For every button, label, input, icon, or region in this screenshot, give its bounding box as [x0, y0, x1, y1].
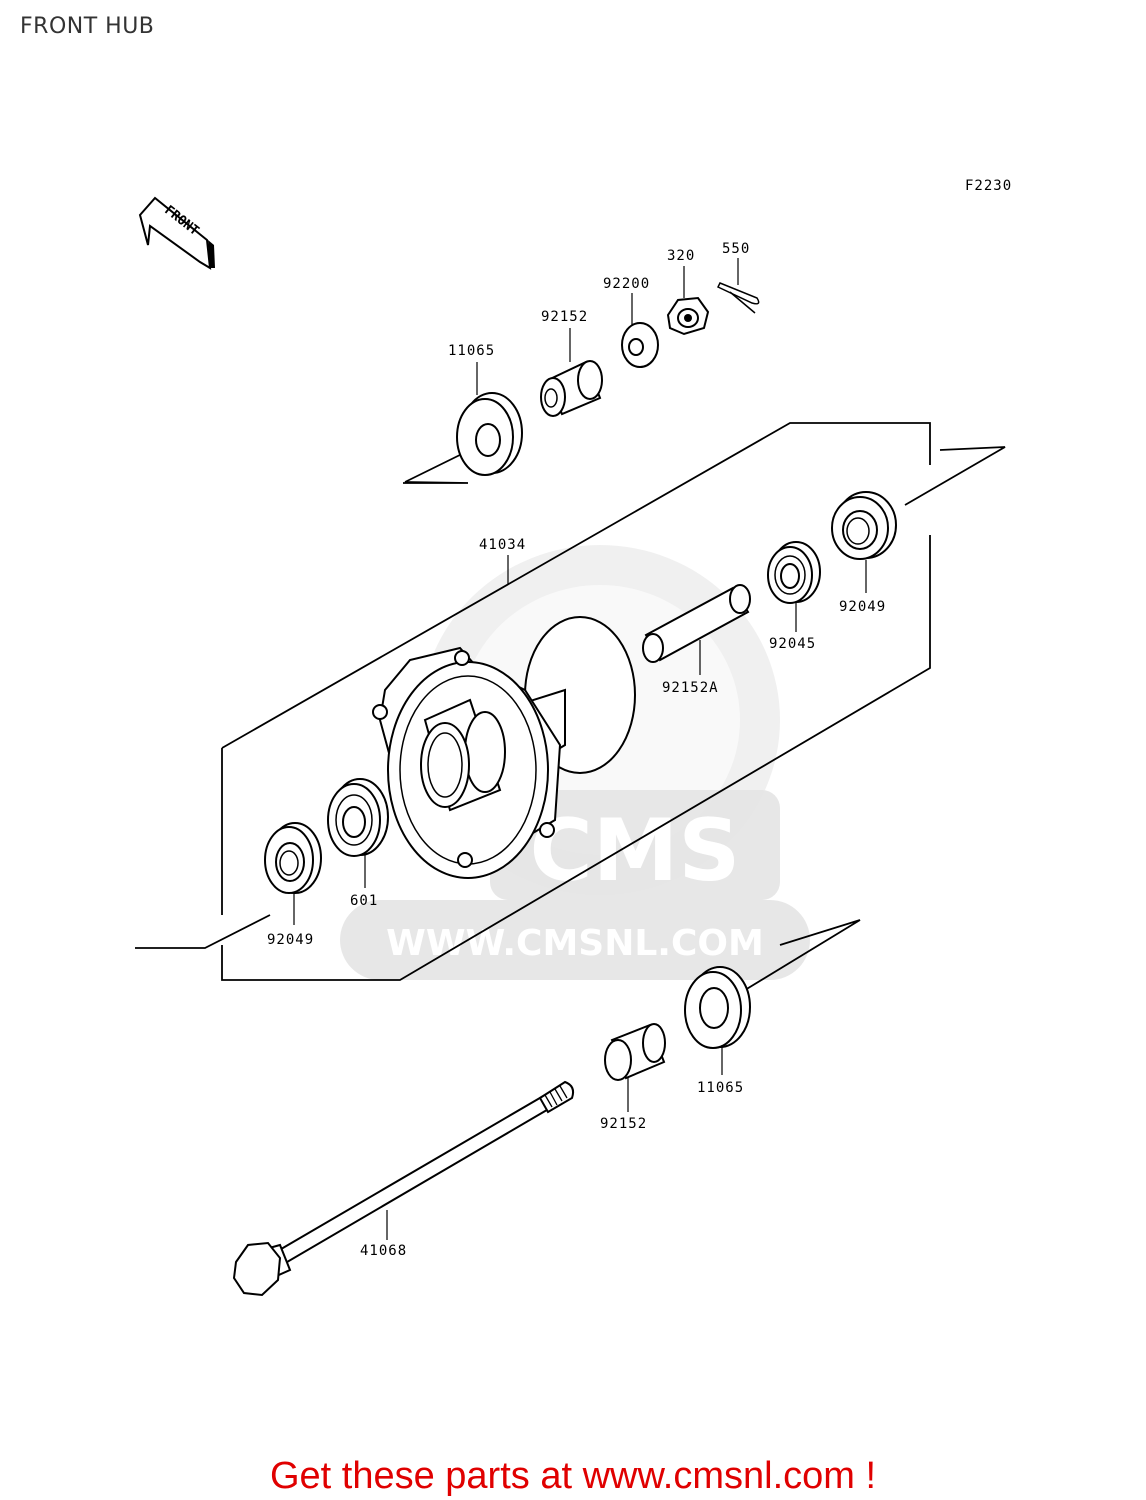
part-92152A-spacer	[642, 584, 751, 675]
figure-code: F2230	[965, 178, 1012, 194]
callout-92200: 92200	[603, 276, 650, 292]
part-11065-cap-bottom	[684, 966, 751, 1075]
callout-92152-bottom: 92152	[600, 1116, 647, 1132]
callout-92152-top: 92152	[541, 309, 588, 325]
callout-550: 550	[722, 241, 750, 257]
part-550-cotter-pin	[716, 258, 760, 314]
footer-cta-link[interactable]: Get these parts at www.cmsnl.com !	[269, 1455, 877, 1497]
part-41068-axle	[232, 1080, 575, 1297]
callout-601: 601	[350, 893, 378, 909]
watermark-url-text: WWW.CMSNL.COM	[386, 923, 764, 964]
part-320-castle-nut	[666, 266, 710, 336]
part-11065-cap-top	[456, 362, 523, 476]
callout-11065-top: 11065	[448, 343, 495, 359]
part-92045-bearing	[767, 541, 821, 632]
page-title: FRONT HUB	[20, 14, 155, 39]
callout-41034: 41034	[479, 537, 526, 553]
part-92200-washer	[621, 293, 659, 368]
front-direction-arrow: FRONT	[138, 196, 215, 270]
watermark-logo-text: CMS	[530, 801, 741, 901]
callout-320: 320	[667, 248, 695, 264]
part-92049-oil-seal-left	[264, 822, 322, 925]
callout-92045: 92045	[769, 636, 816, 652]
callout-41068: 41068	[360, 1243, 407, 1259]
part-41034-hub	[372, 555, 636, 879]
part-92152-collar-top	[540, 328, 603, 417]
callout-11065-bottom: 11065	[697, 1080, 744, 1096]
part-92049-oil-seal-right	[831, 491, 897, 593]
callout-92049-left: 92049	[267, 932, 314, 948]
part-92152-collar-bottom	[604, 1023, 666, 1112]
part-601-bearing	[327, 778, 389, 888]
assembly-frame	[135, 422, 1006, 991]
callout-92049-right: 92049	[839, 599, 886, 615]
callout-92152A: 92152A	[662, 680, 719, 696]
